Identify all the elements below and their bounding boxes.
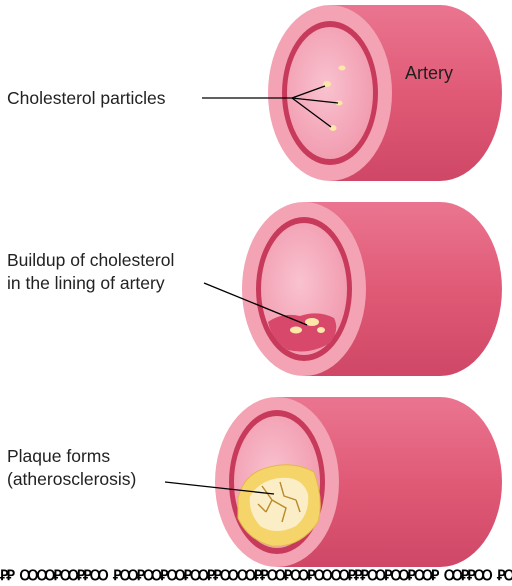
artery-label: Artery	[405, 62, 453, 85]
plaque-label-line1: Plaque forms	[7, 445, 110, 468]
buildup-label-line1: Buildup of cholesterol	[7, 249, 174, 272]
cholesterol-particles-label: Cholesterol particles	[7, 87, 166, 110]
buildup-particle	[290, 327, 302, 334]
artery-3	[165, 397, 502, 567]
buildup-label-line2: in the lining of artery	[7, 272, 165, 295]
artery-1-lumen	[287, 27, 373, 159]
cholesterol-particle	[339, 66, 346, 71]
buildup-particle	[317, 327, 325, 333]
plaque-label-line2: (atherosclerosis)	[7, 468, 136, 491]
artery-1	[202, 5, 502, 181]
footer-noise-text: ꝐꝐ ꝎꝎꝐꝎꝐꝐꝎ ꝐꝎꝐꝎꝐꝎꝐꝎꝐꝐꝎꝎꝐꝐꝎꝐꝎꝐꝎꝎꝐꝐꝐꝎꝐꝎꝐꝎꝐ…	[0, 566, 512, 586]
buildup-particle	[305, 318, 319, 326]
artery-2	[204, 202, 502, 376]
